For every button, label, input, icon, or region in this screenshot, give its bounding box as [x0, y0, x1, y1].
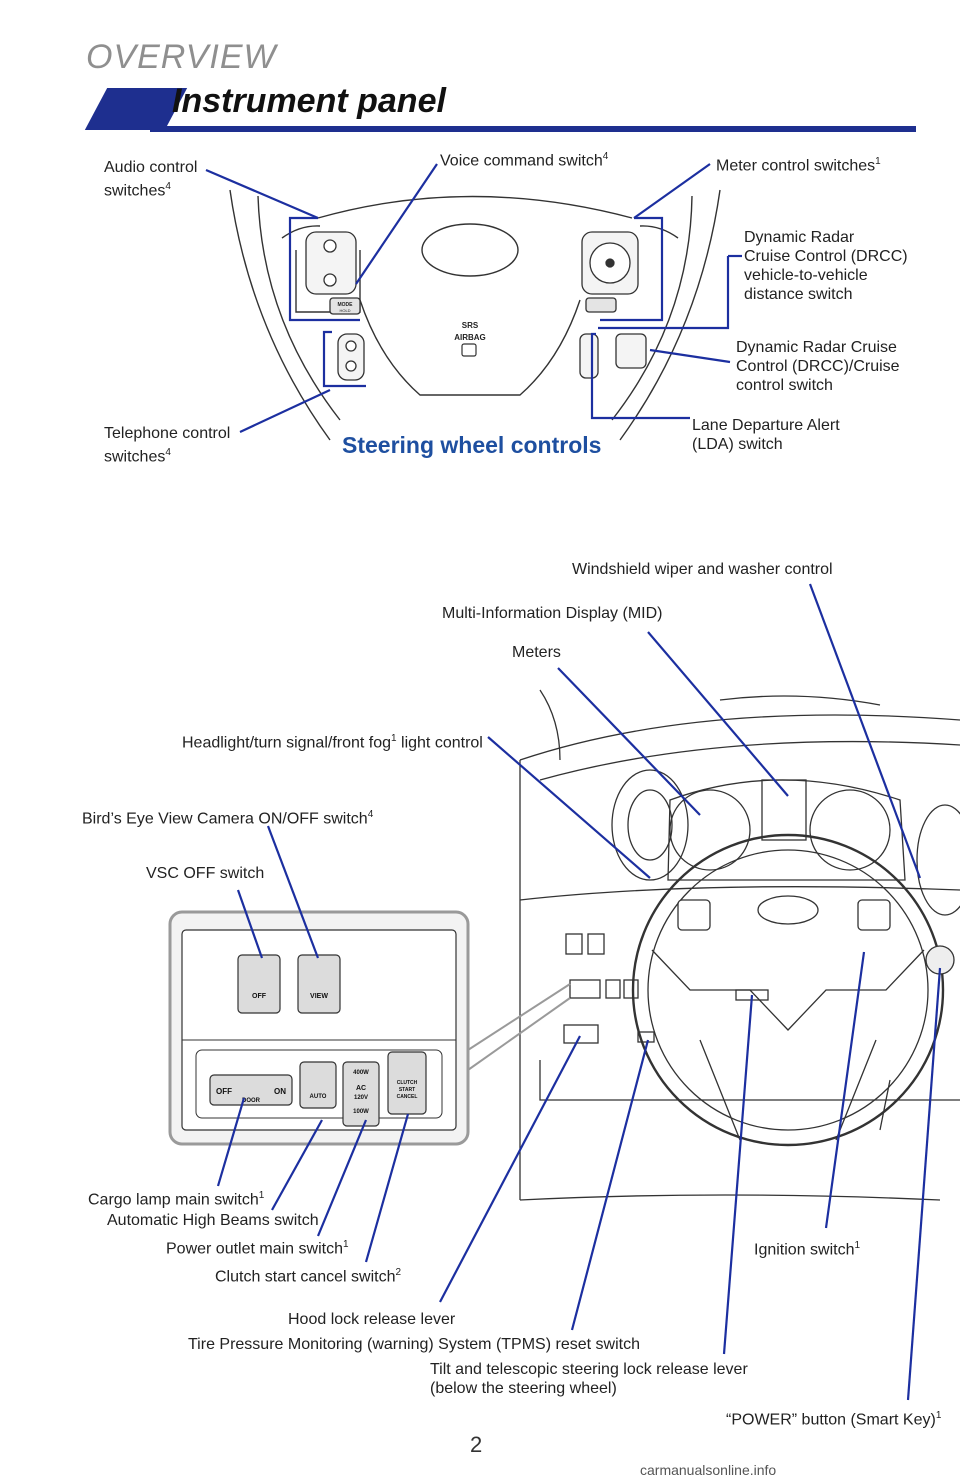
clutch-start-cancel-label: Clutch start cancel switch2: [215, 1267, 402, 1286]
steering-leader-lines: [205, 163, 742, 433]
tpms-reset-label: Tire Pressure Monitoring (warning) Syste…: [188, 1336, 640, 1353]
meter-control-label: Meter control switches1: [716, 156, 881, 175]
ac-text: AC: [356, 1085, 366, 1092]
cargo-on-text: ON: [274, 1087, 286, 1096]
telephone-switch-label: Telephone control switches4: [104, 425, 231, 466]
steering-highlight-brackets: [288, 216, 730, 420]
telephone-switch-pad: [337, 333, 365, 381]
auto-text: AUTO: [310, 1094, 327, 1100]
inset-zoom-lines: [467, 983, 571, 1071]
ignition-switch-label: Ignition switch1: [754, 1240, 861, 1259]
w400-text: 400W: [353, 1070, 369, 1076]
mode-text: MODE: [338, 302, 354, 308]
v120-text: 120V: [354, 1095, 368, 1101]
mid-label: Multi-Information Display (MID): [442, 605, 663, 622]
view-text: VIEW: [310, 993, 328, 1000]
cargo-lamp-label: Cargo lamp main switch1: [88, 1190, 265, 1209]
hood-lock-label: Hood lock release lever: [288, 1311, 456, 1328]
w100-text: 100W: [353, 1109, 369, 1115]
drcc-cruise-label: Dynamic Radar Cruise Control (DRCC)/Crui…: [736, 339, 900, 394]
dashboard-leader-lines: [216, 583, 942, 1401]
steering-controls-heading: Steering wheel controls: [342, 432, 602, 458]
drcc-distance-label: Dynamic Radar Cruise Control (DRCC) vehi…: [744, 229, 908, 303]
headlight-control-label: Headlight/turn signal/front fog1 light c…: [182, 733, 483, 752]
page-title: Instrument panel: [172, 82, 446, 120]
clutch-text: CLUTCH: [397, 1080, 418, 1086]
door-text: DOOR: [242, 1098, 261, 1104]
auto-high-beams-label: Automatic High Beams switch: [107, 1212, 319, 1229]
vsc-off-text: OFF: [252, 993, 267, 1000]
hold-text: HOLD: [339, 308, 350, 313]
section-title: OVERVIEW: [86, 38, 277, 76]
panel-button-labels: OFF VIEW OFF ON DOOR AUTO 400W AC 120V 1…: [216, 993, 418, 1115]
audio-switch-pad: [305, 231, 361, 315]
power-outlet-label: Power outlet main switch1: [166, 1239, 349, 1258]
meter-switch-pad: [579, 231, 647, 379]
tilt-telescopic-label: Tilt and telescopic steering lock releas…: [430, 1361, 748, 1397]
cargo-off-text: OFF: [216, 1087, 232, 1096]
page-number: 2: [470, 1432, 483, 1457]
voice-command-label: Voice command switch4: [440, 151, 609, 170]
power-button-label: “POWER” button (Smart Key)1: [726, 1410, 942, 1429]
start-text: START: [399, 1087, 415, 1093]
wiper-control-label: Windshield wiper and washer control: [572, 561, 833, 578]
watermark: carmanualsonline.info: [640, 1462, 777, 1478]
birdseye-camera-label: Bird’s Eye View Camera ON/OFF switch4: [82, 809, 374, 828]
horn-icon: [461, 343, 477, 357]
dashboard-drawing: [519, 689, 960, 1201]
steering-wheel-drawing: [229, 189, 721, 441]
vsc-off-label: VSC OFF switch: [146, 865, 265, 882]
switch-panel-inset: [168, 910, 470, 1146]
lda-switch-label: Lane Departure Alert (LDA) switch: [692, 417, 840, 453]
airbag-text: AIRBAG: [454, 333, 486, 342]
cancel-text: CANCEL: [397, 1094, 418, 1100]
srs-text: SRS: [462, 321, 479, 330]
title-banner-line: [150, 126, 916, 132]
audio-switch-label: Audio control switches4: [104, 159, 198, 200]
meters-label: Meters: [512, 644, 561, 661]
